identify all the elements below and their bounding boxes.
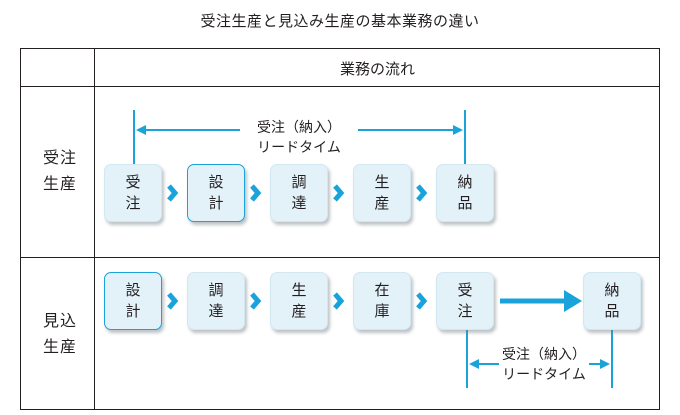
flow-chevron-arrow	[167, 292, 179, 310]
process-box-label: 調 達	[208, 281, 224, 320]
process-box-label: 納 品	[604, 281, 620, 320]
flow-chevron-arrow	[250, 184, 262, 202]
leadtime2-left-arrowhead	[469, 359, 479, 369]
flow-chevron-arrow	[416, 184, 428, 202]
leadtime2-right-arrowhead	[600, 359, 610, 369]
leadtime1-label: 受注（納入） リードタイム	[240, 118, 358, 158]
leadtime2-label-line1: 受注（納入）	[499, 345, 589, 365]
diagram-frame	[20, 48, 660, 410]
flow-chevron-arrow	[167, 184, 179, 202]
leadtime1-right-arrowhead	[453, 125, 463, 135]
process-box-production: 生 産	[353, 164, 411, 222]
process-box-delivery: 納 品	[436, 164, 494, 222]
label-column-divider	[94, 48, 95, 410]
leadtime2-label: 受注（納入） リードタイム	[485, 345, 603, 385]
process-box-label: 設 計	[208, 173, 224, 212]
process-box-procurement: 調 達	[187, 272, 245, 330]
process-box-order: 受 注	[104, 164, 162, 222]
flow-chevron-arrow	[333, 184, 345, 202]
process-box-design: 設 計	[104, 272, 162, 330]
process-box-label: 在 庫	[374, 281, 390, 320]
header-divider	[20, 86, 660, 87]
flow-chevron-arrow	[416, 292, 428, 310]
row-label-forecast-production: 見込 生産	[42, 311, 77, 356]
flow-chevron-arrow	[250, 292, 262, 310]
leadtime1-left-arrowhead	[136, 125, 146, 135]
process-box-label: 生 産	[291, 281, 307, 320]
process-box-label: 生 産	[374, 173, 390, 212]
process-box-order: 受 注	[436, 272, 494, 330]
row-label-order-production: 受注 生産	[42, 148, 77, 193]
process-box-label: 受 注	[125, 173, 141, 212]
long-flow-arrow-head	[564, 290, 582, 312]
process-box-production: 生 産	[270, 272, 328, 330]
process-box-procurement: 調 達	[270, 164, 328, 222]
leadtime1-label-line2: リードタイム	[257, 140, 341, 156]
header-flow-label: 業務の流れ	[339, 60, 415, 78]
leadtime2-label-line2: リードタイム	[502, 367, 586, 383]
process-box-delivery: 納 品	[583, 272, 641, 330]
process-box-label: 設 計	[125, 281, 141, 320]
flow-chevron-arrow	[333, 292, 345, 310]
diagram-title: 受注生産と見込み生産の基本業務の違い	[200, 12, 480, 30]
process-box-inventory: 在 庫	[353, 272, 411, 330]
process-box-label: 受 注	[457, 281, 473, 320]
process-box-label: 調 達	[291, 173, 307, 212]
process-box-design: 設 計	[187, 164, 245, 222]
row-divider	[20, 257, 660, 258]
leadtime1-label-line1: 受注（納入）	[257, 120, 341, 136]
process-box-label: 納 品	[457, 173, 473, 212]
